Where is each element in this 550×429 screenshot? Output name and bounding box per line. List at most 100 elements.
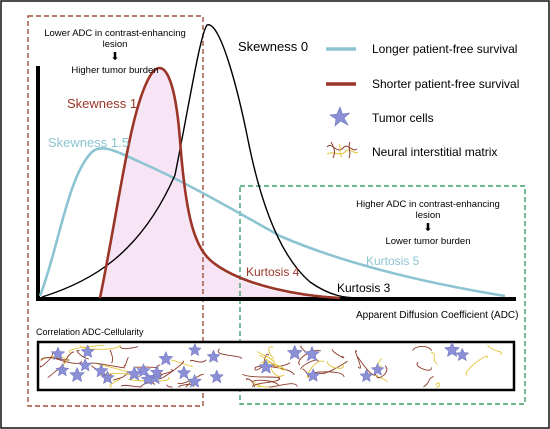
matrix-fiber bbox=[487, 344, 502, 356]
tumor-cell-icon bbox=[206, 349, 221, 363]
matrix-fiber bbox=[189, 359, 207, 363]
matrix-fiber bbox=[355, 350, 361, 369]
skewness-1-label: Skewness 1 bbox=[67, 96, 137, 111]
matrix-fiber bbox=[300, 359, 319, 370]
dark-red-curve-glow bbox=[100, 69, 340, 298]
matrix-fiber bbox=[270, 368, 285, 377]
matrix-fiber bbox=[120, 384, 142, 388]
correlation-label: Correlation ADC-Cellularity bbox=[36, 327, 144, 337]
legend-label-longer: Longer patient-free survival bbox=[372, 42, 517, 56]
tumor-cell-icon bbox=[149, 365, 164, 379]
left-box-down-arrow-icon: ⬇ bbox=[110, 51, 119, 63]
matrix-fiber bbox=[261, 361, 285, 370]
tumor-cell-icon bbox=[370, 362, 385, 376]
tumor-cell-icon bbox=[176, 365, 192, 380]
matrix-fiber bbox=[423, 376, 434, 388]
matrix-fiber bbox=[412, 345, 432, 352]
matrix-fiber bbox=[217, 348, 242, 360]
tumor-cell-icon bbox=[126, 365, 143, 381]
kurtosis-5-label: Kurtosis 5 bbox=[366, 254, 420, 268]
matrix-fiber bbox=[242, 373, 280, 380]
matrix-fiber bbox=[376, 365, 388, 379]
matrix-fiber bbox=[254, 376, 281, 388]
right-box-line1: Higher ADC in contrast-enhancing bbox=[356, 199, 500, 210]
legend: Longer patient-free survival Shorter pat… bbox=[326, 42, 519, 159]
tumor-cell-icon bbox=[303, 345, 321, 362]
matrix-fiber bbox=[76, 350, 89, 360]
matrix-fiber bbox=[159, 360, 184, 380]
tumor-cell-icon bbox=[209, 369, 225, 384]
matrix-fiber bbox=[119, 346, 139, 350]
tumor-cell-icon bbox=[158, 350, 174, 366]
tumor-cell-icon bbox=[93, 363, 109, 378]
matrix-fiber bbox=[435, 382, 441, 388]
tumor-cell-icon bbox=[69, 366, 86, 383]
matrix-fiber bbox=[431, 352, 438, 365]
skewness-1-5-label: Skewness 1.5 bbox=[48, 135, 129, 150]
matrix-fiber bbox=[416, 361, 432, 371]
matrix-fiber bbox=[246, 378, 254, 388]
tumor-cell-icon bbox=[78, 358, 93, 372]
matrix-fiber bbox=[166, 384, 173, 388]
tumor-cell-icon bbox=[187, 342, 202, 357]
matrix-fiber bbox=[123, 357, 130, 367]
dark-red-curve bbox=[98, 66, 341, 300]
tumor-cell-icon bbox=[50, 346, 66, 361]
tumor-cell-icon bbox=[187, 373, 202, 388]
matrix-fiber bbox=[314, 371, 345, 378]
tumor-cell-icon bbox=[136, 363, 151, 378]
tumor-cell-icon bbox=[443, 341, 461, 358]
left-box-line3: Higher tumor burden bbox=[71, 65, 158, 76]
fiber-mesh-icon bbox=[326, 141, 359, 159]
matrix-fiber bbox=[109, 378, 122, 388]
matrix-fiber bbox=[170, 359, 193, 367]
skewness-0-label: Skewness 0 bbox=[238, 39, 308, 54]
light-blue-curve bbox=[38, 147, 506, 298]
matrix-fiber bbox=[256, 385, 269, 388]
matrix-fiber bbox=[257, 351, 276, 364]
matrix-fiber bbox=[465, 355, 488, 376]
right-box-down-arrow-icon: ⬇ bbox=[423, 222, 432, 234]
star-cell-icon bbox=[329, 106, 351, 127]
matrix-fiber bbox=[327, 360, 344, 369]
left-region-box bbox=[27, 15, 204, 407]
matrix-fiber bbox=[79, 344, 121, 350]
matrix-fiber bbox=[331, 348, 345, 359]
tumor-cells bbox=[50, 341, 470, 388]
matrix-fiber bbox=[268, 346, 275, 359]
matrix-fiber bbox=[268, 383, 298, 388]
matrix-fiber bbox=[252, 379, 280, 386]
matrix-fiber bbox=[306, 360, 325, 379]
tumor-cell-icon bbox=[359, 368, 374, 383]
tumor-cell-icon bbox=[100, 370, 115, 385]
matrix-fiber bbox=[178, 383, 195, 388]
matrix-fiber bbox=[254, 365, 295, 376]
matrix-fiber bbox=[272, 362, 291, 367]
matrix-fiber bbox=[109, 349, 113, 364]
tumor-cell-icon bbox=[55, 362, 70, 377]
tumor-cell-icon bbox=[286, 344, 303, 360]
legend-label-tumor: Tumor cells bbox=[372, 111, 434, 125]
tumor-cell-icon bbox=[305, 367, 321, 382]
matrix-fiber bbox=[298, 349, 322, 366]
legend-label-shorter: Shorter patient-free survival bbox=[372, 77, 519, 91]
tumor-cell-icon bbox=[140, 372, 155, 386]
left-box-line1: Lower ADC in contrast-enhancing bbox=[44, 28, 186, 39]
legend-label-matrix: Neural interstitial matrix bbox=[372, 145, 497, 159]
black-curve bbox=[41, 24, 361, 299]
cellularity-strip bbox=[36, 340, 516, 392]
matrix-fiber bbox=[66, 351, 75, 361]
matrix-fiber bbox=[259, 355, 286, 371]
right-box-line2: lesion bbox=[416, 210, 441, 221]
kurtosis-4-label: Kurtosis 4 bbox=[246, 265, 300, 279]
left-box-line2: lesion bbox=[103, 39, 128, 50]
x-axis-label: Apparent Diffusion Coefficient (ADC) bbox=[356, 310, 519, 321]
tumor-cell-icon bbox=[455, 347, 470, 362]
right-region-box bbox=[239, 185, 526, 405]
right-box-line3: Lower tumor burden bbox=[385, 236, 470, 247]
tumor-cell-icon bbox=[80, 344, 95, 358]
kurtosis-3-label: Kurtosis 3 bbox=[337, 281, 391, 295]
tumor-cell-icon bbox=[258, 359, 274, 374]
